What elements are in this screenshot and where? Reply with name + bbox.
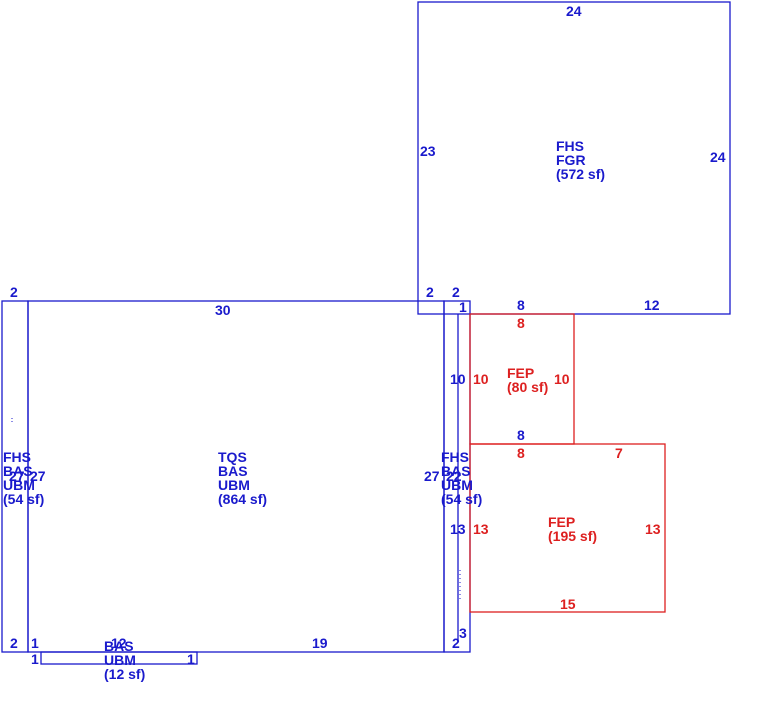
porch-outlines [469,313,666,613]
dim-garage-bottom-left: 2 [426,284,434,300]
dim-left-side-b: 27 [30,468,46,484]
dim-garage-bottom-12: 12 [644,297,660,313]
dim-left-top: 2 [10,284,18,300]
dim-right-strip-top: 1 [459,299,467,315]
dim-bottom-1b: 1 [31,651,39,667]
garage-area-label: FHS FGR (572 sf) [556,138,605,182]
dim-main-top: 30 [215,302,231,318]
dim-right-10: 10 [450,371,466,387]
right-strip-area-label: FHS BAS UBM (54 sf) [441,449,482,507]
dim-fep1-top: 8 [517,315,525,331]
dim-garage-right: 24 [710,149,726,165]
porch-large-outline [469,443,666,613]
dim-bottom-right-2: 2 [452,635,460,651]
dim-right-strip-side: 22 [446,468,462,484]
dim-bottom-1a: 1 [31,635,39,651]
dim-fep2-top-8: 8 [517,445,525,461]
dim-bottom-left-2: 2 [10,635,18,651]
dim-right-13: 13 [450,521,466,537]
dim-fep2-top-7: 7 [615,445,623,461]
bottom-strip-outline [40,651,198,665]
dim-main-right: 27 [424,468,440,484]
dim-fep1-right: 10 [554,371,570,387]
dim-garage-left: 23 [420,143,436,159]
dim-fep1-bottom: 8 [517,427,525,443]
main-area-label: TQS BAS UBM (864 sf) [218,449,267,507]
dim-fep2-right: 13 [645,521,661,537]
dim-fep2-bottom: 15 [560,596,576,612]
dim-garage-top: 24 [566,3,582,19]
dim-bottom-12: 12 [111,635,127,651]
dim-fep2-left: 13 [473,521,489,537]
dim-bottom-right-3: 3 [459,625,467,641]
left-strip-area-label: FHS BAS UBM (54 sf) [3,449,44,507]
dim-bottom-19: 19 [312,635,328,651]
dim-fep1-left: 10 [473,371,489,387]
dim-garage-bottom-mid: 2 [452,284,460,300]
living-area-outlines [1,1,731,665]
porch-large-area-label: FEP (195 sf) [548,514,597,544]
dim-garage-bottom-8: 8 [517,297,525,313]
bottom-strip-area-label: BAS UBM (12 sf) [104,638,145,682]
porch-small-area-label: FEP (80 sf) [507,365,548,395]
dim-bottom-1c: 1 [187,651,195,667]
left-strip-outline [1,300,29,653]
dim-left-side: 27 [9,468,25,484]
